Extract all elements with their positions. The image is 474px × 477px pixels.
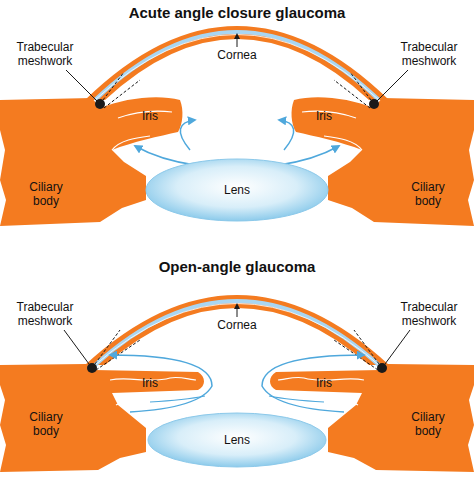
part-label: Ciliary body [15, 410, 77, 438]
part-label: Cornea [197, 318, 277, 332]
part-label: Iris [299, 109, 349, 123]
lens-label: Lens [224, 433, 250, 447]
part-label: Ciliary body [397, 180, 459, 208]
part-label: Trabecular meshwork [3, 40, 87, 68]
panel-title: Acute angle closure glaucoma [27, 4, 447, 22]
part-label: Iris [125, 376, 175, 390]
part-label: Iris [125, 109, 175, 123]
part-label: Ciliary body [15, 180, 77, 208]
lens-ellipse: Lens [147, 412, 327, 468]
part-label: Trabecular meshwork [387, 40, 471, 68]
part-label: Trabecular meshwork [3, 300, 87, 328]
panel-title: Open-angle glaucoma [27, 258, 447, 276]
lens-ellipse: Lens [145, 158, 329, 222]
part-label: Trabecular meshwork [387, 300, 471, 328]
part-label: Cornea [197, 48, 277, 62]
part-label: Iris [299, 376, 349, 390]
lens-label: Lens [224, 183, 250, 197]
part-label: Ciliary body [397, 410, 459, 438]
